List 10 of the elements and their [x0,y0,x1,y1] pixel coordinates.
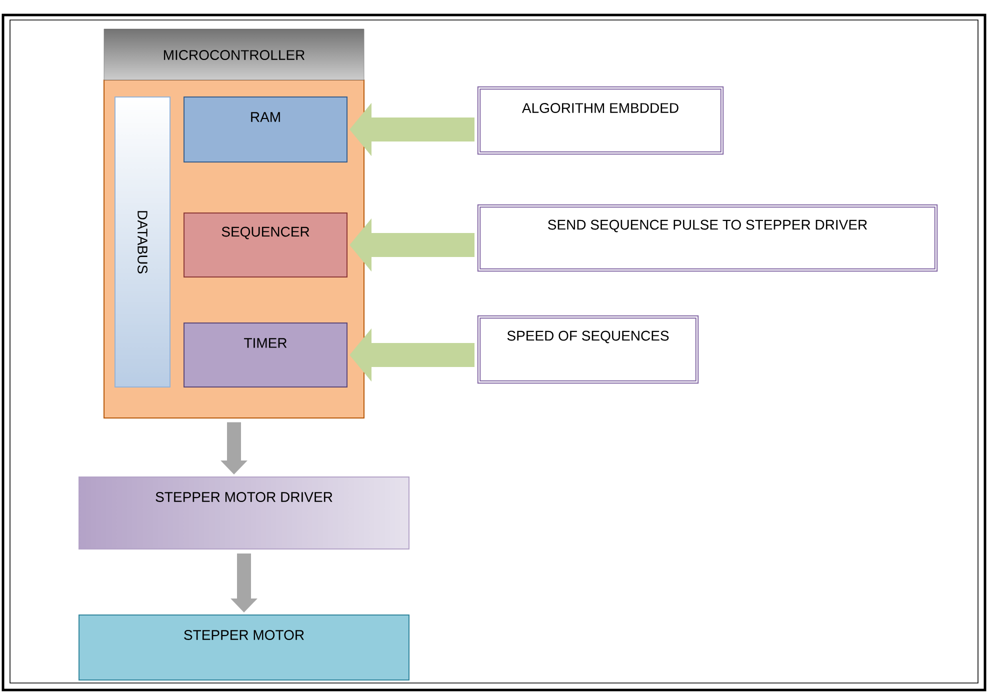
sequencer-block: SEQUENCER [184,212,348,278]
text-box: SPEED OF SEQUENCES [477,315,699,384]
motor-box: STEPPER MOTOR [78,614,410,680]
databus-bar: DATABUS [114,96,170,388]
driver-box: STEPPER MOTOR DRIVER [78,476,410,550]
text-box: ALGORITHM EMBDDED [477,86,724,155]
node-label: MICROCONTROLLER [164,50,305,60]
timer-block: TIMER [184,322,348,388]
text-box: SEND SEQUENCE PULSE TO STEPPER DRIVER [477,204,938,272]
memory-block: RAM [184,96,348,162]
